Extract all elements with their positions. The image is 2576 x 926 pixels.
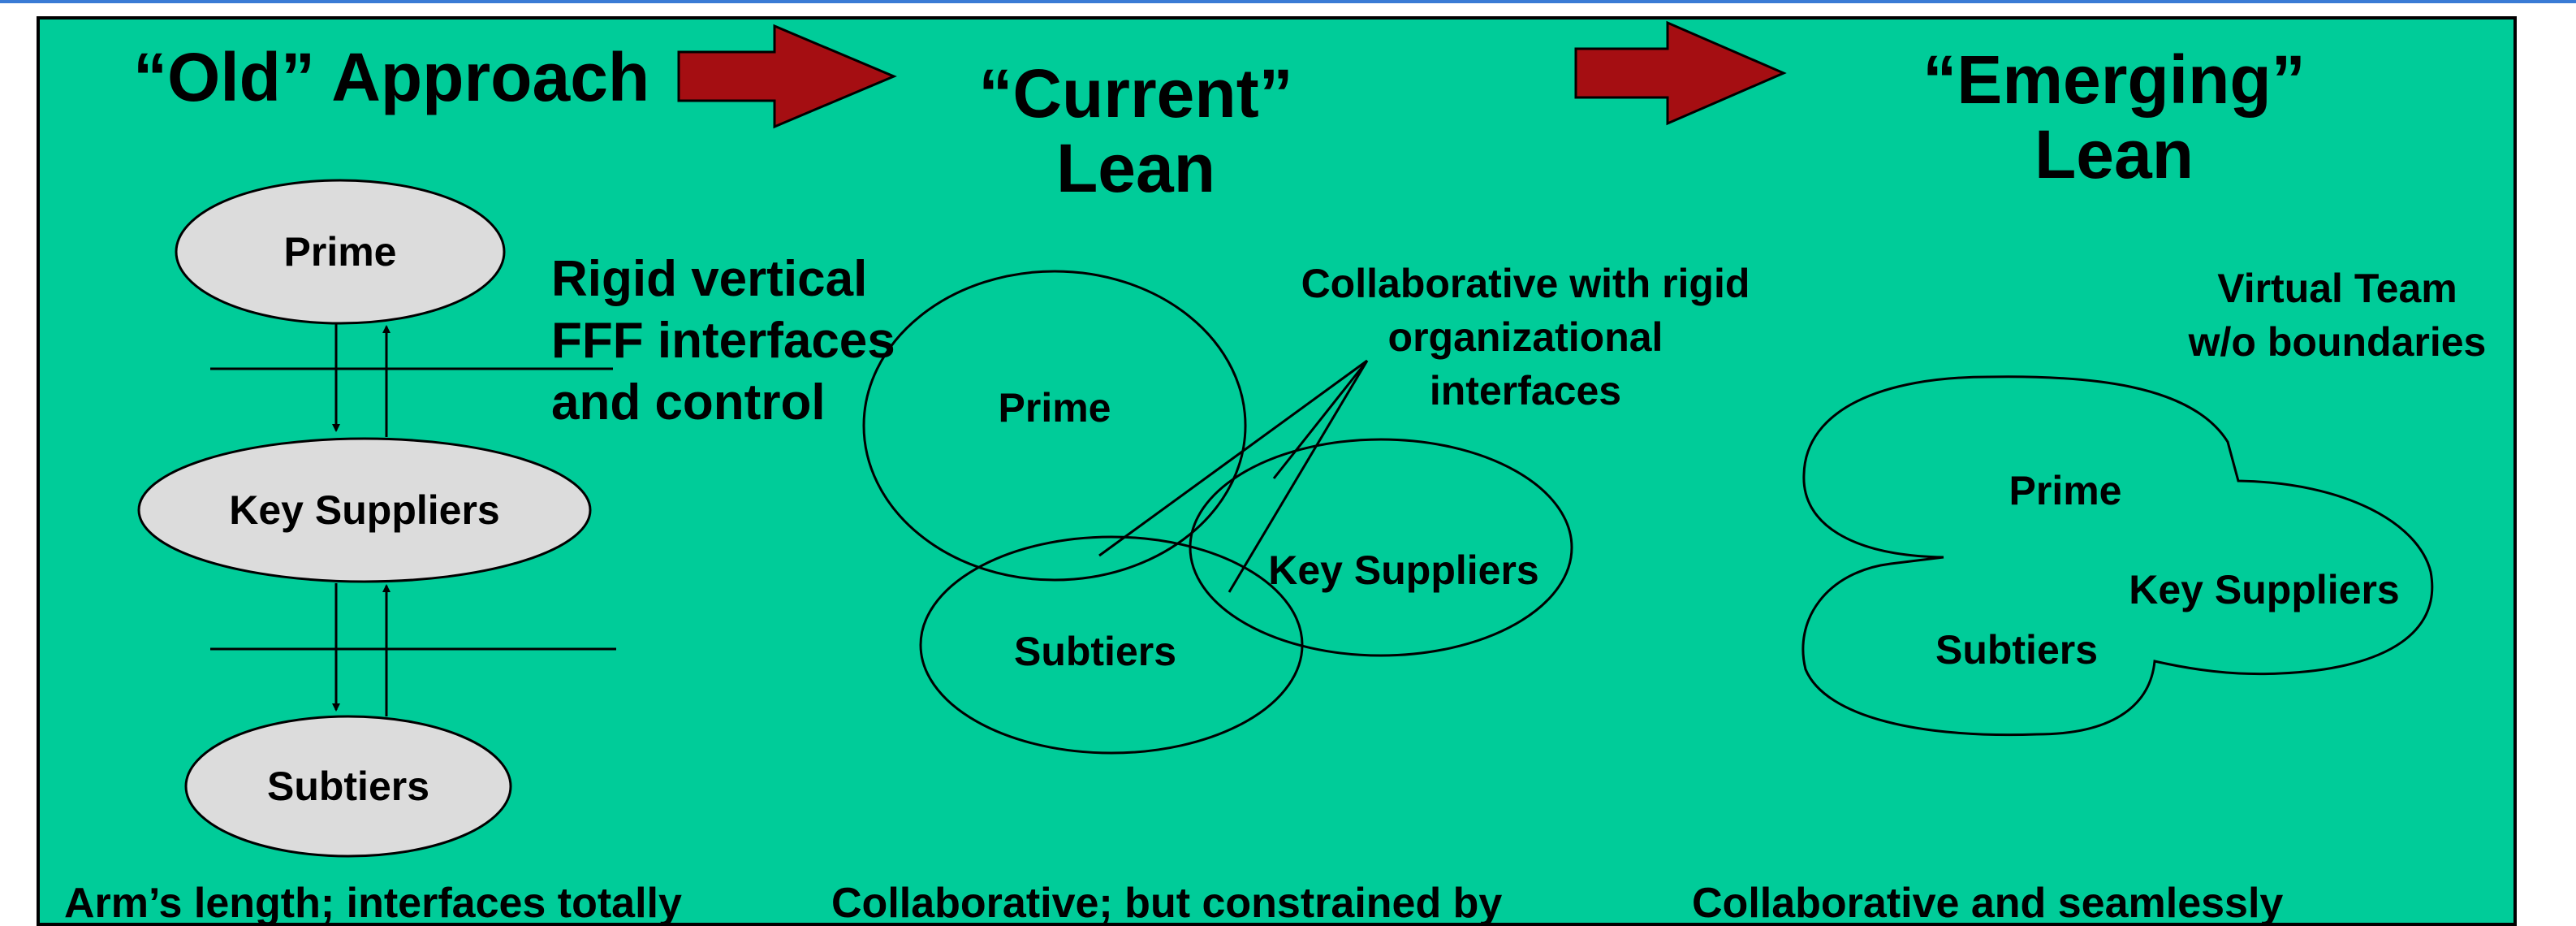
red-arrow-2	[1574, 20, 1787, 126]
title-emerging-line1: “Emerging”	[1922, 41, 2306, 118]
bottom-caption-old: Arm’s length; interfaces totally	[64, 880, 682, 926]
current-prime-label: Prime	[998, 385, 1111, 431]
old-desc-line3: and control	[551, 374, 826, 431]
diagram-graphics	[137, 20, 2434, 858]
emerging-desc-line1: Virtual Team	[2217, 266, 2457, 311]
current-callout-line-2	[1272, 360, 1369, 479]
current-desc-line1: Collaborative with rigid	[1301, 261, 1750, 306]
emerging-desc-line2: w/o boundaries	[2188, 319, 2487, 365]
current-description: Collaborative with rigid organizational …	[1266, 257, 1785, 418]
title-current-lean: “Current” Lean	[933, 56, 1339, 206]
emerging-cloud-outline	[1801, 375, 2434, 737]
old-subtiers-label: Subtiers	[266, 764, 430, 809]
title-emerging-line2: Lean	[2034, 116, 2194, 193]
bottom-caption-emerging: Collaborative and seamlessly	[1692, 880, 2284, 926]
bottom-caption-current: Collaborative; but constrained by	[831, 880, 1503, 926]
title-emerging-lean: “Emerging” Lean	[1911, 42, 2317, 192]
old-prime-label: Prime	[283, 229, 397, 275]
slide-panel: “Old” Approach “Current” Lean “Emerging”…	[37, 16, 2517, 926]
red-arrow-1	[677, 24, 897, 129]
current-subtiers-label: Subtiers	[1013, 629, 1177, 674]
emerging-prime-label: Prime	[2009, 468, 2122, 513]
current-subtiers-circle	[919, 535, 1304, 755]
old-prime-ellipse	[175, 179, 506, 325]
current-callout-line-3	[1228, 360, 1369, 593]
current-prime-circle	[862, 270, 1247, 582]
old-desc-line2: FFF interfaces	[551, 313, 895, 369]
old-desc-line1: Rigid vertical	[551, 251, 868, 307]
current-key-suppliers-label: Key Suppliers	[1268, 547, 1539, 593]
emerging-subtiers-label: Subtiers	[1935, 627, 2099, 673]
top-border-line	[0, 0, 2576, 3]
old-description: Rigid vertical FFF interfaces and contro…	[551, 249, 895, 434]
title-current-line1: “Current”	[978, 55, 1293, 132]
old-subtiers-ellipse	[184, 715, 512, 858]
old-key-suppliers-ellipse	[137, 437, 592, 583]
emerging-description: Virtual Team w/o boundaries	[2159, 262, 2513, 369]
old-key-suppliers-label: Key Suppliers	[229, 487, 500, 533]
title-current-line2: Lean	[1055, 130, 1216, 206]
title-old-approach: “Old” Approach	[133, 39, 650, 115]
emerging-key-suppliers-label: Key Suppliers	[2129, 567, 2400, 612]
current-callout-line-1	[1098, 359, 1368, 557]
current-desc-line3: interfaces	[1429, 368, 1622, 413]
current-desc-line2: organizational	[1387, 314, 1663, 360]
